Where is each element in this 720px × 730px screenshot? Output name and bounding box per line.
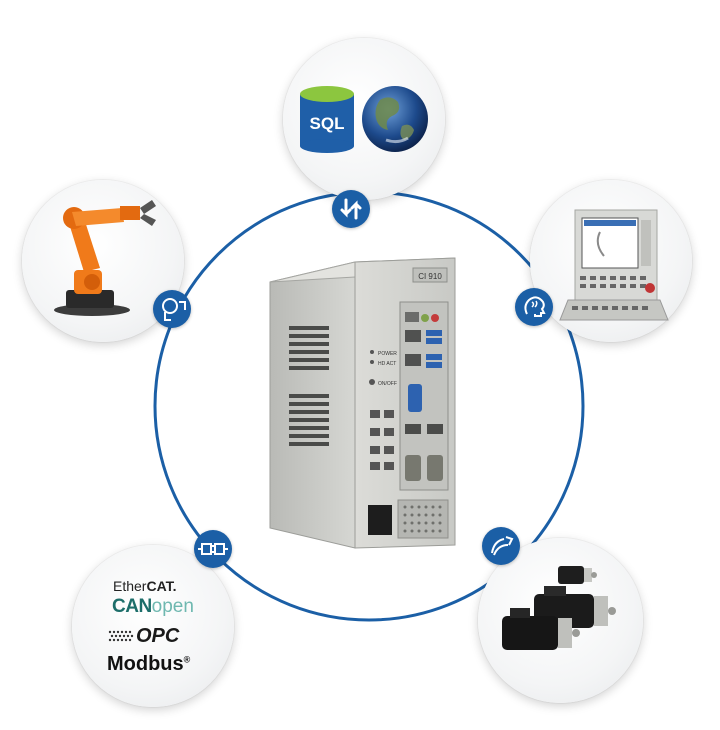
sql-label: SQL: [309, 114, 345, 133]
side-vent-grille: [289, 326, 329, 446]
badge-plug-connector: [194, 530, 232, 568]
model-label: CI 910: [418, 272, 442, 281]
canopen-text-b: open: [151, 596, 194, 617]
modbus-registered-mark: ®: [183, 654, 191, 665]
ethercat-text-a: Ether: [113, 578, 147, 594]
canopen-text-a: CAN: [112, 596, 152, 617]
modbus-text: Modbus: [107, 653, 184, 675]
ethercat-text-b: CAT.: [146, 578, 177, 594]
badge-motion-profile: [482, 527, 520, 565]
canopen-logo: CANopen: [112, 596, 194, 618]
up-down-arrows-icon: [340, 198, 362, 220]
motion-profile-icon: [491, 536, 514, 556]
plug-connector-icon: [198, 543, 228, 555]
node-fieldbus-protocols: [72, 545, 234, 707]
ethercat-logo: EtherCAT.: [113, 578, 177, 594]
badge-brain-head: [515, 288, 553, 326]
status-label-onoff: ON/OFF: [378, 381, 397, 387]
status-label-power: POWER: [378, 351, 397, 357]
robot-hand-icon: [162, 298, 186, 321]
badge-robot-hand: [153, 290, 191, 328]
status-label-hd: HD ACT: [378, 361, 396, 367]
brain-head-icon: [524, 296, 546, 317]
modbus-logo: Modbus®: [107, 653, 190, 676]
badge-up-down-arrows: [332, 190, 370, 228]
opc-logo: OPC: [136, 625, 180, 647]
